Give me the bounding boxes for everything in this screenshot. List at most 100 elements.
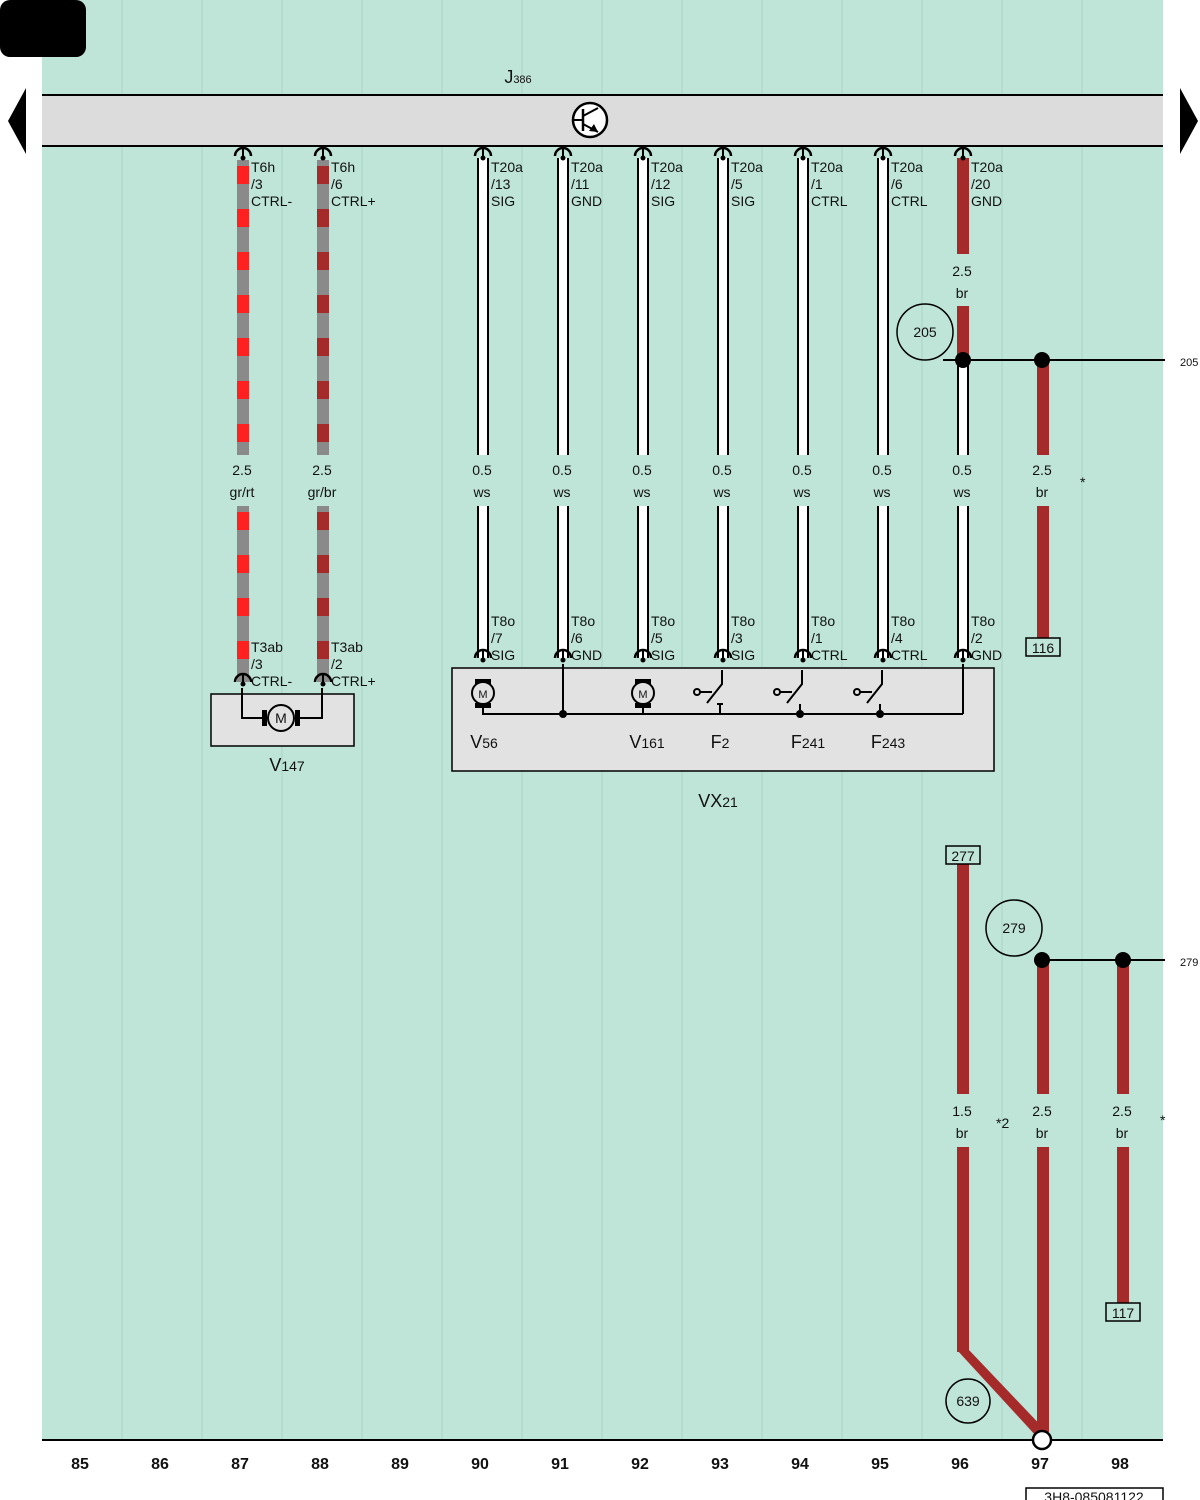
lower-wire-label-97-size: 2.5 [1032,1103,1052,1119]
connector-pin-icon [873,648,893,663]
wire-stripe [237,381,249,399]
top-pin-label-92-pin: /12 [651,176,671,192]
wire-label-93-size: 0.5 [712,462,732,478]
f2-sub: 2 [722,735,730,751]
wire-br [957,1350,1047,1437]
ref-box-117[interactable] [1105,1302,1141,1322]
wire-ws [719,158,727,455]
f2-label: F2 [711,732,730,752]
top-pin-label-87-pin: /3 [251,176,263,192]
bottom-pin-label-90-pin: /7 [491,630,503,646]
f2-name: F [711,732,722,752]
wire-ws [639,506,647,658]
top-pin-label-93-function: SIG [731,193,755,209]
lower-wire-label-98-color: br [1116,1125,1129,1141]
wire-stripe [237,209,249,227]
column-number: 97 [1031,1456,1049,1473]
bottom-pin-label-90-function: SIG [491,647,515,663]
ref-box-116[interactable] [1025,637,1061,657]
junction-dot [1115,952,1131,968]
page-tab[interactable] [0,0,86,57]
connector-pin-icon [633,146,653,161]
wire-ws [559,158,567,455]
bottom-pin-label-91-pin: /6 [571,630,583,646]
wire-stripe [237,166,249,184]
wire-stripe [237,338,249,356]
wire-ws [959,360,967,455]
wire-ws [719,506,727,658]
bottom-pin-label-88-pin: /2 [331,656,343,672]
wire-br [1117,1147,1129,1303]
ref-box-277[interactable] [945,845,981,865]
ground-terminal [1031,1429,1053,1451]
vx21-housing [451,667,995,772]
v56-name: V [470,732,482,752]
lower-wire-label-97-color: br [1036,1125,1049,1141]
triangle-left-icon[interactable] [8,88,26,154]
top-pin-label-94-connector: T20a [811,159,843,175]
wire-br [957,864,969,1094]
wire-stripe [237,424,249,442]
top-pin-label-87-connector: T6h [251,159,275,175]
v56-sub: 56 [482,735,498,751]
wire-stripe [237,555,249,573]
wire-stripe [317,381,329,399]
control-unit-sub: 386 [513,74,531,86]
wire-striped [237,506,249,682]
wire-stripe [317,424,329,442]
wire-stripe [317,338,329,356]
wire-label-91-size: 0.5 [552,462,572,478]
wire-label-92-color: ws [632,484,650,500]
top-pin-label-90-connector: T20a [491,159,523,175]
bottom-pin-label-92-function: SIG [651,647,675,663]
top-pin-label-96-function: GND [971,193,1002,209]
transistor-icon [571,101,609,139]
motor-icon: M [262,704,300,732]
wire-label-97-size: 2.5 [1032,462,1052,478]
top-pin-label-91-connector: T20a [571,159,603,175]
bottom-pin-label-94-function: CTRL [811,647,848,663]
f243-label: F243 [871,732,906,752]
wire-label-93-color: ws [712,484,730,500]
triangle-right-icon[interactable] [1180,88,1198,154]
wire-br [1037,960,1049,1094]
wire-label-95-size: 0.5 [872,462,892,478]
top-pin-label-87-function: CTRL- [251,193,293,209]
wire-label-90-color: ws [472,484,490,500]
wire-label-95-color: ws [872,484,890,500]
bottom-pin-label-91-function: GND [571,647,602,663]
bottom-pin-label-94-pin: /1 [811,630,823,646]
top-pin-label-95-function: CTRL [891,193,928,209]
v161-sub: 161 [641,735,665,751]
f241-sub: 241 [802,735,826,751]
bottom-pin-label-96-pin: /2 [971,630,983,646]
wire-ws [799,158,807,455]
edge-ref-279: 279 [1180,957,1198,969]
connector-pin-icon [873,146,893,161]
motor-icon: M [471,679,495,708]
wire-label-87-size: 2.5 [232,462,252,478]
bottom-pin-label-95-connector: T8o [891,613,915,629]
wire-ws [879,158,887,455]
bottom-pin-label-96-function: GND [971,647,1002,663]
connector-pin-icon [553,648,573,663]
top-pin-label-96-connector: T20a [971,159,1003,175]
column-number: 93 [711,1456,729,1473]
v56-label: V56 [470,732,498,752]
connector-pin-icon [793,648,813,663]
column-number: 96 [951,1456,969,1473]
top-pin-label-95-pin: /6 [891,176,903,192]
